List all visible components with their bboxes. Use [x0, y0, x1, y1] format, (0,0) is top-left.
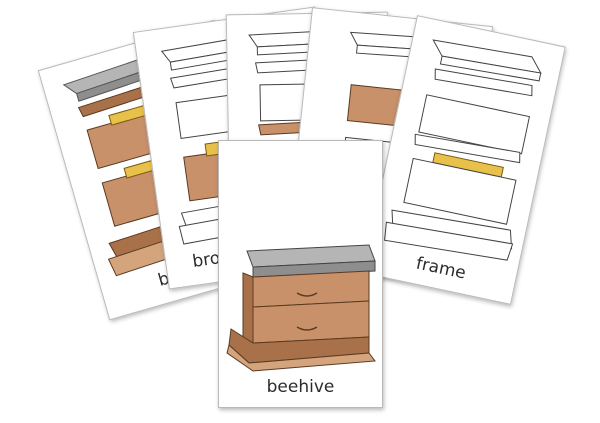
- card-frame: frame: [362, 15, 566, 305]
- assembled-beehive-illustration: [226, 244, 376, 372]
- card-label: beehive: [266, 377, 335, 397]
- card-beehive-front: beehive: [218, 140, 383, 408]
- frame-illustration: [384, 39, 542, 261]
